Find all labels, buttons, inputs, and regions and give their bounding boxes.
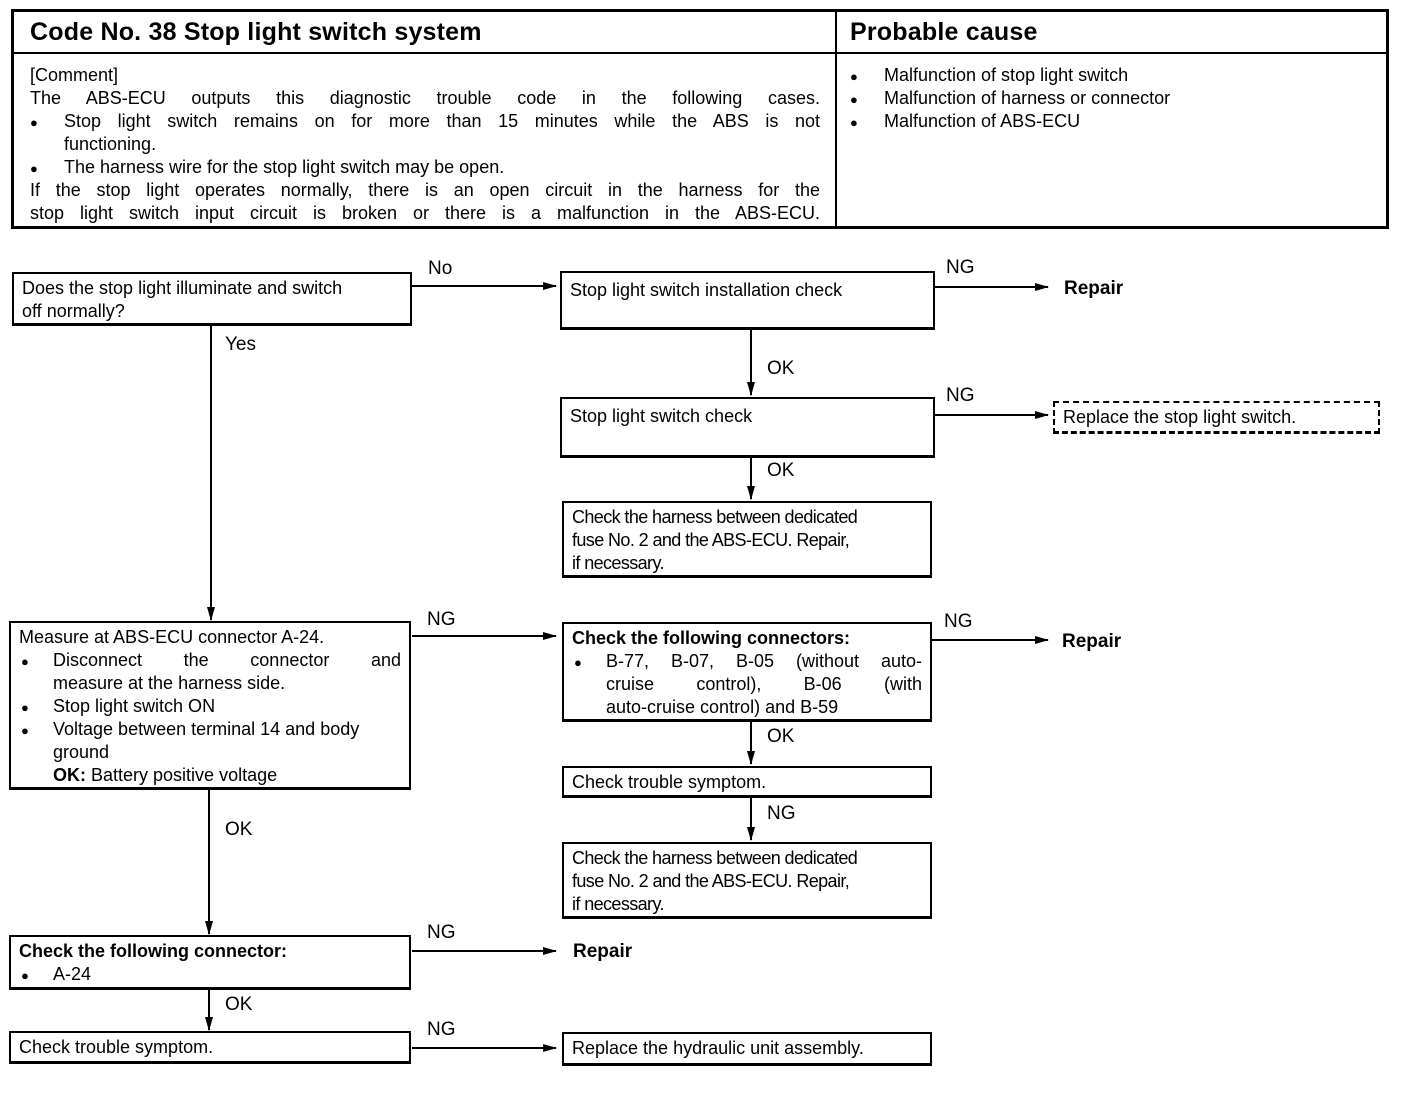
box-line: Check the following connectors: [572, 628, 851, 648]
replace-switch-box: Replace the stop light switch. [1053, 401, 1380, 434]
label-ng: NG [427, 922, 456, 943]
switch-check-box: Stop light switch check [560, 397, 935, 458]
header-divider [14, 52, 1386, 54]
label-ok: OK [767, 460, 795, 481]
box-line: auto-cruise control) and B-59 [606, 697, 839, 717]
repair-end-3: Repair [573, 941, 633, 962]
ok-label: OK: [53, 765, 86, 785]
label-ok: OK [767, 358, 795, 379]
label-ok: OK [225, 819, 253, 840]
label-ng: NG [946, 385, 975, 406]
comment-label: [Comment] [30, 65, 119, 85]
connector-item: A-24 [19, 963, 401, 987]
measure-connector-box: Measure at ABS-ECU connector A-24. Disco… [9, 621, 411, 790]
header-table: Code No. 38 Stop light switch system Pro… [11, 9, 1389, 229]
label-ok: OK [225, 994, 253, 1015]
box-line: Check the following connector: [19, 941, 288, 961]
label-no: No [428, 258, 453, 279]
trouble-symptom-box-1: Check trouble symptom. [562, 766, 932, 798]
trouble-symptom-box-2: Check trouble symptom. [9, 1031, 411, 1064]
label-ng: NG [427, 609, 456, 630]
ok-value: Battery positive voltage [91, 765, 278, 785]
cause-item: Malfunction of stop light switch [850, 64, 1170, 88]
comment-outro-line: If the stop light operates normally, the… [30, 180, 820, 200]
comment-bullet-line: functioning. [64, 134, 157, 154]
box-line: if necessary. [572, 894, 665, 914]
cause-item: Malfunction of harness or connector [850, 87, 1170, 111]
measure-bullet: Voltage between terminal 14 and body gro… [19, 718, 401, 764]
label-ng: NG [944, 611, 973, 632]
repair-end-2: Repair [1062, 631, 1122, 652]
stoplight-question-box: Does the stop light illuminate and switc… [12, 272, 412, 326]
column-divider [835, 12, 837, 226]
box-line: Voltage between terminal 14 and body [53, 719, 360, 739]
comment-outro-line: stop light switch input circuit is broke… [30, 203, 820, 223]
comment-bullet-line: Stop light switch remains on for more th… [64, 111, 820, 131]
box-line: off normally? [22, 301, 125, 321]
box-line: fuse No. 2 and the ABS-ECU. Repair, [572, 530, 850, 550]
install-check-box: Stop light switch installation check [560, 271, 935, 330]
harness-check-box-1: Check the harness between dedicated fuse… [562, 501, 932, 578]
box-line: A-24 [53, 964, 92, 984]
probable-cause-title: Probable cause [850, 18, 1038, 46]
box-line: fuse No. 2 and the ABS-ECU. Repair, [572, 871, 850, 891]
harness-check-box-2: Check the harness between dedicated fuse… [562, 842, 932, 919]
connectors-bullet: B-77, B-07, B-05 (without auto- cruise c… [572, 650, 922, 719]
label-ng: NG [427, 1019, 456, 1040]
box-line: Replace the stop light switch. [1063, 407, 1297, 427]
box-line: Disconnect the connector and [53, 650, 401, 670]
box-line: Check the harness between dedicated [572, 848, 858, 868]
box-line: measure at the harness side. [53, 673, 286, 693]
box-line: B-77, B-07, B-05 (without auto- [606, 651, 922, 671]
label-ng: NG [767, 803, 796, 824]
box-line: Stop light switch installation check [570, 280, 843, 300]
box-line: Replace the hydraulic unit assembly. [572, 1038, 864, 1058]
box-line: Check the harness between dedicated [572, 507, 858, 527]
comment-bullet: The harness wire for the stop light swit… [30, 156, 820, 180]
measure-bullet: Stop light switch ON [19, 695, 401, 719]
box-line: ground [53, 742, 110, 762]
label-ok: OK [767, 726, 795, 747]
code-title: Code No. 38 Stop light switch system [30, 18, 482, 46]
replace-hydraulic-box: Replace the hydraulic unit assembly. [562, 1032, 932, 1066]
comment-bullet: Stop light switch remains on for more th… [30, 110, 820, 156]
box-line: Stop light switch ON [53, 696, 216, 716]
connectors-check-box: Check the following connectors: B-77, B-… [562, 622, 932, 722]
box-line: Check trouble symptom. [19, 1037, 214, 1057]
cause-item: Malfunction of ABS-ECU [850, 110, 1170, 134]
box-line: Stop light switch check [570, 406, 753, 426]
comment-block: [Comment] The ABS-ECU outputs this diagn… [30, 64, 820, 225]
box-line: if necessary. [572, 553, 665, 573]
connector-a24-box: Check the following connector: A-24 [9, 935, 411, 990]
label-ng: NG [946, 257, 975, 278]
measure-bullet: Disconnect the connector and measure at … [19, 649, 401, 695]
comment-bullet-line: The harness wire for the stop light swit… [64, 157, 505, 177]
measure-ok-line: OK: Battery positive voltage [19, 764, 401, 787]
cause-list: Malfunction of stop light switch Malfunc… [850, 64, 1170, 134]
box-line: Does the stop light illuminate and switc… [22, 278, 343, 298]
box-line: Check trouble symptom. [572, 772, 767, 792]
comment-intro: The ABS-ECU outputs this diagnostic trou… [30, 88, 820, 108]
repair-end-1: Repair [1064, 278, 1124, 299]
label-yes: Yes [225, 334, 256, 355]
box-line: Measure at ABS-ECU connector A-24. [19, 627, 325, 647]
box-line: cruise control), B-06 (with [606, 674, 922, 694]
